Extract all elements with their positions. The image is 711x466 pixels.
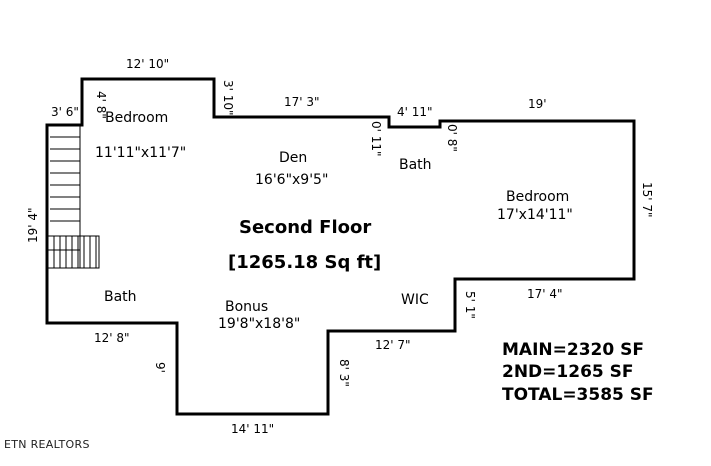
dim-step-v: 3' 10" [221, 80, 235, 116]
dim-bonus-right-bottom: 12' 7" [375, 338, 411, 352]
floor-area: [1265.18 Sq ft] [228, 252, 381, 273]
dim-right-top: 19' [528, 97, 547, 111]
room-wic-name: WIC [401, 292, 429, 308]
dim-top-left: 12' 10" [126, 57, 169, 71]
total-main: MAIN=2320 SF [502, 340, 644, 360]
dim-bath-top: 4' 11" [397, 105, 433, 119]
room-den-size: 16'6"x9'5" [255, 172, 328, 188]
dim-den-top: 17' 3" [284, 95, 320, 109]
room-den-name: Den [279, 150, 307, 166]
staircase [47, 125, 100, 269]
dim-left-side: 19' 4" [26, 207, 40, 243]
dim-left-notch: 3' 6" [51, 105, 79, 119]
total-second: 2ND=1265 SF [502, 362, 634, 382]
room-bonus-name: Bonus [225, 299, 268, 315]
floor-title: Second Floor [239, 217, 371, 238]
dim-left-notch-v: 4' 8" [94, 91, 108, 119]
total-all: TOTAL=3585 SF [502, 385, 654, 405]
room-bedroom-1-size: 11'11"x11'7" [95, 145, 186, 161]
room-bath-2-name: Bath [104, 289, 137, 305]
room-bonus-size: 19'8"x18'8" [218, 316, 300, 332]
floor-outline [45, 77, 636, 416]
room-bedroom-2-size: 17'x14'11" [497, 207, 573, 223]
room-bedroom-2-name: Bedroom [506, 189, 569, 205]
dim-bedroom2-bottom: 17' 4" [527, 287, 563, 301]
dim-bonus-right-v: 8' 3" [337, 359, 351, 387]
dim-bath-gap-v: 0' 11" [369, 121, 383, 157]
room-bath-1-name: Bath [399, 157, 432, 173]
brokerage-watermark: ETN REALTORS [4, 438, 90, 451]
dim-bonus-left-v: 9' [153, 362, 167, 373]
dim-right-side: 15' 7" [640, 182, 654, 218]
dim-bath2-bottom: 12' 8" [94, 331, 130, 345]
dim-bath-step-v: 0' 8" [445, 124, 459, 152]
dim-wic-step-v: 5' 1" [463, 291, 477, 319]
room-bedroom-1-name: Bedroom [105, 110, 168, 126]
dim-bottom: 14' 11" [231, 422, 274, 436]
